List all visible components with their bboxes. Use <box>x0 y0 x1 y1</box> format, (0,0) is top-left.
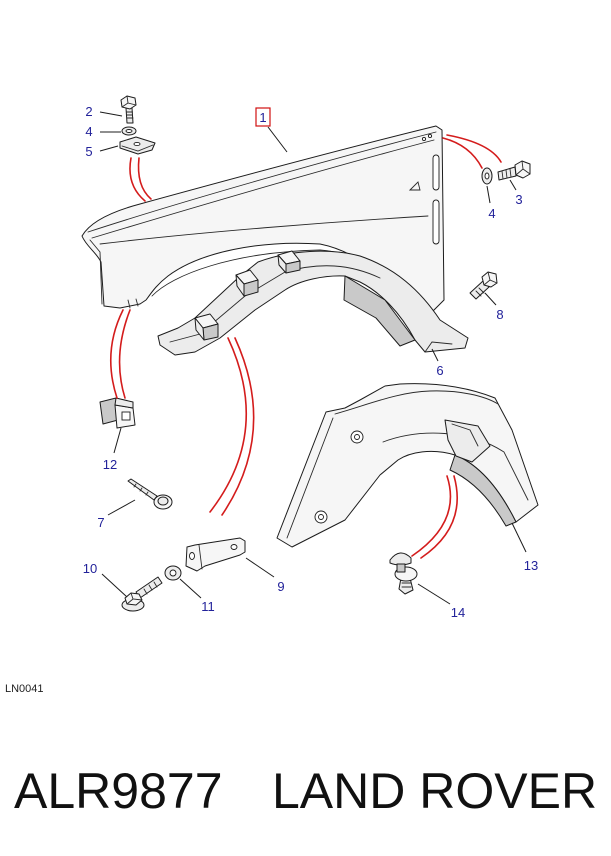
callout-4-rear: 4 <box>488 206 495 221</box>
fender-part <box>81 125 445 313</box>
leader-line <box>509 179 517 191</box>
assembly-lines <box>109 134 502 559</box>
assembly-line <box>442 137 483 169</box>
callout-6: 6 <box>436 363 443 378</box>
screw <box>127 478 173 510</box>
callout-13: 13 <box>524 558 538 573</box>
leader-line <box>245 557 275 578</box>
push-clip <box>389 552 418 595</box>
rear-bolt <box>497 160 531 181</box>
brand-caption: LAND ROVER <box>272 763 598 819</box>
leader-line <box>486 185 491 204</box>
front-wheelarch-liner <box>276 383 539 548</box>
leader-line <box>511 522 527 553</box>
flange-bolt <box>121 576 163 612</box>
upper-washer <box>121 126 137 136</box>
leader-line <box>484 292 497 306</box>
leader-line <box>179 578 202 599</box>
bracket-washer <box>164 565 182 581</box>
assembly-line <box>109 309 124 399</box>
callout-5: 5 <box>85 144 92 159</box>
callout-12: 12 <box>103 457 117 472</box>
clip-plate <box>119 136 156 155</box>
leader-line <box>99 145 119 152</box>
liner-tab <box>194 313 219 341</box>
liner-tab <box>277 250 301 274</box>
callout-1: 1 <box>259 110 266 125</box>
leader-line <box>431 348 439 362</box>
leader-line <box>101 573 128 598</box>
callouts: 1 2 4 5 4 3 8 6 12 7 13 10 11 9 14 <box>83 104 538 620</box>
callout-leaders <box>99 111 527 605</box>
assembly-line <box>420 475 458 559</box>
clip-nut <box>99 397 136 429</box>
assembly-line <box>221 337 255 516</box>
callout-14: 14 <box>451 605 465 620</box>
callout-7: 7 <box>97 515 104 530</box>
liner-tab <box>235 269 259 297</box>
callout-10: 10 <box>83 561 97 576</box>
callout-3: 3 <box>515 192 522 207</box>
callout-11: 11 <box>201 599 215 614</box>
callout-2: 2 <box>85 104 92 119</box>
assembly-line <box>446 134 502 163</box>
callout-8: 8 <box>496 307 503 322</box>
exploded-parts-diagram: 1 2 4 5 4 3 8 6 12 7 13 10 11 9 14 LN004… <box>5 95 539 695</box>
mounting-bracket <box>185 537 246 572</box>
callout-9: 9 <box>277 579 284 594</box>
callout-highlight-box <box>255 107 271 127</box>
assembly-line <box>129 157 146 202</box>
callout-4-upper: 4 <box>85 124 92 139</box>
rear-washer <box>481 167 493 185</box>
part-number-caption: ALR9877 <box>14 763 223 819</box>
rear-wheelarch-liner <box>157 250 469 356</box>
assembly-line <box>209 337 248 513</box>
lower-bolt <box>469 271 498 300</box>
assembly-line <box>137 157 152 200</box>
upper-bolt <box>120 95 137 124</box>
leader-line <box>417 583 451 605</box>
diagram-reference-code: LN0041 <box>5 683 44 695</box>
leader-line <box>267 126 288 153</box>
leader-line <box>99 111 123 117</box>
leader-line <box>107 499 136 516</box>
assembly-line <box>411 475 452 557</box>
assembly-line <box>118 309 131 399</box>
leader-line <box>113 427 122 454</box>
